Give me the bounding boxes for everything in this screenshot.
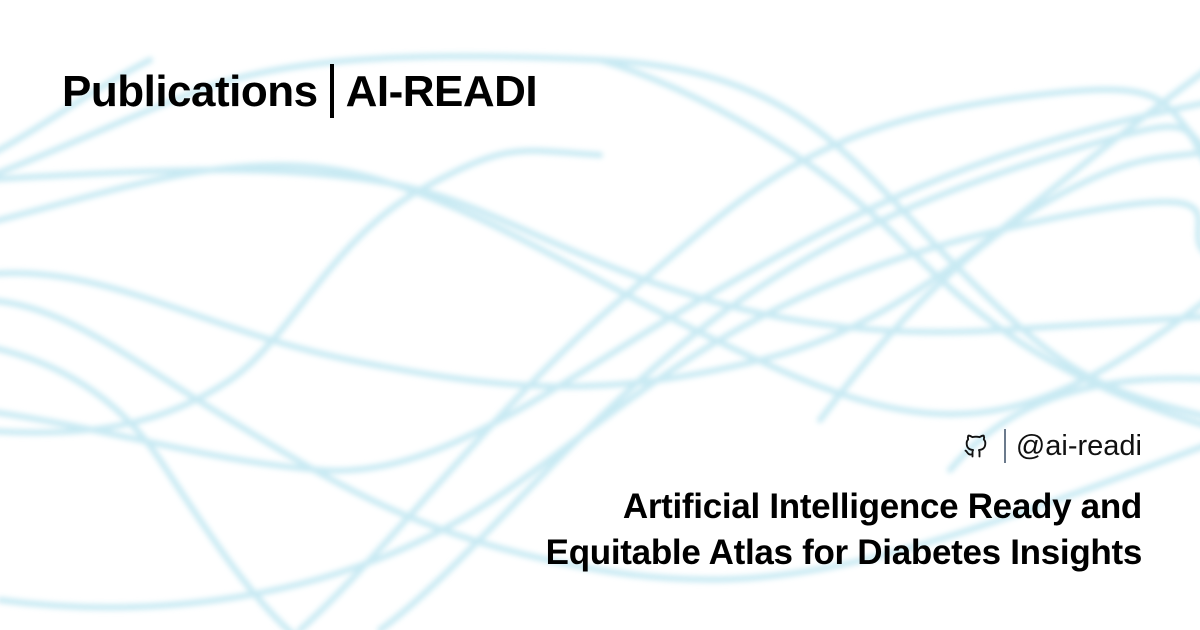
github-icon [962, 432, 990, 460]
title-divider [329, 64, 334, 118]
page-title: Publications AI-READI [62, 62, 538, 122]
section-title: Publications [62, 67, 318, 116]
github-handle: @ai-readi [1015, 429, 1142, 462]
tagline: Artificial Intelligence Ready and Equita… [545, 484, 1143, 576]
tagline-line-1: Artificial Intelligence Ready and [622, 487, 1142, 526]
handle-divider [1003, 429, 1006, 463]
site-title: AI-READI [345, 67, 538, 116]
github-handle-link[interactable]: @ai-readi [962, 426, 1142, 466]
tagline-line-2: Equitable Atlas for Diabetes Insights [545, 533, 1143, 572]
